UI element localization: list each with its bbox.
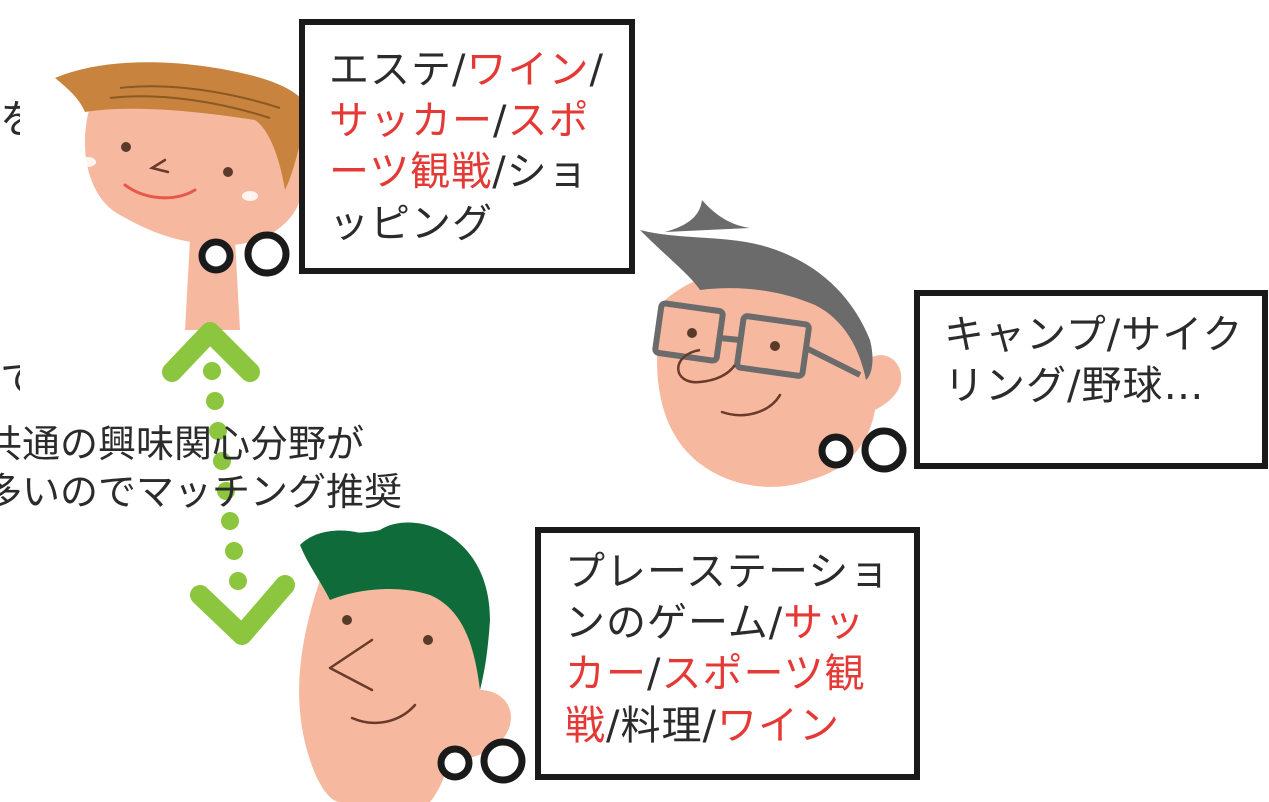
arrow-head-up bbox=[162, 322, 260, 382]
person-c-interests-box: プレーステーションのゲーム/サッカー/スポーツ観戦/料理/ワイン bbox=[535, 527, 920, 780]
match-arrow bbox=[162, 322, 295, 645]
person-b bbox=[640, 200, 907, 487]
person-c-speech-dot-large bbox=[480, 738, 526, 784]
interest-segment-highlight: サッカー bbox=[565, 600, 866, 698]
interest-segment-highlight: ワイン bbox=[466, 47, 590, 93]
interest-segment-highlight: サッカー bbox=[329, 98, 493, 145]
person-a-eye-left bbox=[121, 142, 131, 152]
edge-text-fragment-top: を bbox=[0, 100, 20, 140]
interest-segment: /ショッピング bbox=[329, 149, 589, 247]
match-caption-line-2: 多いのでマッチング推奨 bbox=[0, 469, 403, 514]
person-a-speech-dot-large bbox=[244, 231, 290, 277]
interest-segment-highlight: ワイン bbox=[716, 702, 840, 749]
person-b-speech-dot-small bbox=[818, 433, 854, 469]
interest-segment: エステ/ bbox=[329, 47, 467, 93]
person-a-speech-dot-small bbox=[198, 238, 234, 274]
interest-segment: /料理/ bbox=[606, 702, 717, 749]
match-caption: 共通の興味関心分野が 多いのでマッチング推奨 bbox=[0, 421, 402, 516]
person-a-head bbox=[84, 90, 305, 246]
person-b-speech-dot-large bbox=[861, 427, 907, 473]
interest-segment-highlight: スポーツ観戦 bbox=[565, 651, 866, 749]
interest-segment: / bbox=[647, 651, 662, 698]
match-caption-line-1: 共通の興味関心分野が bbox=[0, 422, 365, 466]
person-a-hair bbox=[55, 62, 309, 190]
person-c-head bbox=[299, 565, 511, 802]
person-c-speech-dot-small bbox=[437, 745, 473, 781]
person-a-eye-right bbox=[223, 167, 233, 177]
person-a bbox=[55, 62, 309, 330]
person-c bbox=[299, 522, 526, 802]
person-a-mouth bbox=[123, 183, 197, 200]
person-b-hair bbox=[640, 230, 873, 380]
interest-segment: プレーステーションのゲーム/ bbox=[565, 549, 891, 647]
interest-segment: / bbox=[589, 47, 604, 93]
person-c-hair bbox=[300, 522, 490, 690]
interest-segment: キャンプ/サイクリング/野球… bbox=[944, 312, 1244, 410]
edge-text-fragment-middle: て bbox=[0, 360, 20, 400]
person-b-interests-box: キャンプ/サイクリング/野球… bbox=[914, 290, 1268, 469]
interest-segment: / bbox=[493, 98, 508, 145]
person-a-interests-box: エステ/ワイン/サッカー/スポーツ観戦/ショッピング bbox=[299, 19, 635, 274]
arrow-head-down bbox=[190, 575, 295, 645]
interest-segment-highlight: スポーツ観戦 bbox=[329, 98, 590, 196]
